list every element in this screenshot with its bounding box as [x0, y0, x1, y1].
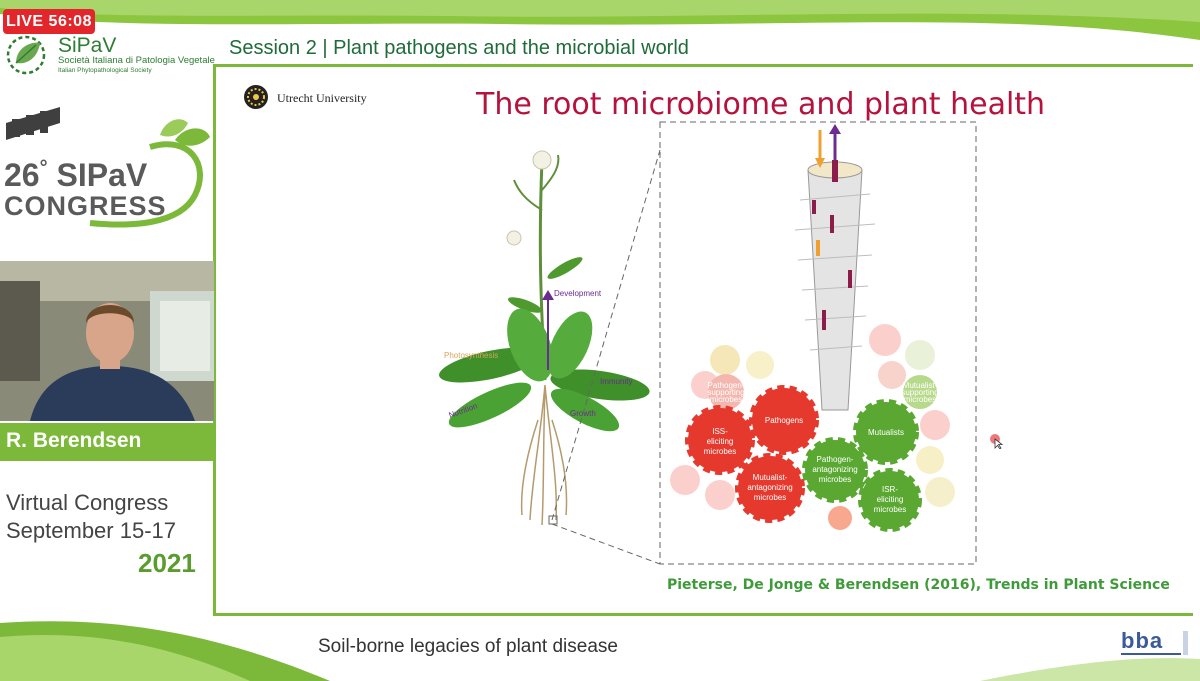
gear-iss-1: ISS- [712, 427, 728, 436]
svg-text:microbes: microbes [874, 505, 906, 514]
society-subtitle: Società Italiana di Patologia Vegetale [58, 55, 215, 66]
svg-text:microbes: microbes [710, 395, 742, 404]
gear-isr-2: eliciting [877, 495, 904, 504]
gear-iss-3: microbes [704, 447, 736, 456]
utrecht-university-seal-icon [244, 85, 268, 109]
sipav-leaf-icon [6, 35, 46, 75]
svg-text:antagonizing: antagonizing [812, 465, 857, 474]
svg-text:bba: bba [1121, 628, 1163, 653]
slide-frame [213, 64, 1193, 616]
svg-text:Pathogen-: Pathogen- [817, 455, 854, 464]
gear-pathsup-2: supporting [707, 388, 744, 397]
speaker-name: R. Berendsen [6, 429, 142, 452]
svg-text:ISS-: ISS- [712, 427, 728, 436]
speaker-name-bar [0, 423, 214, 461]
event-dates: September 15-17 [6, 518, 176, 543]
gear-mutant-2: antagonizing [747, 483, 792, 492]
gear-pathsup-1: Pathogen- [708, 381, 745, 390]
gear-pathant-1: Pathogen- [817, 455, 854, 464]
institution-name: Utrecht University [277, 91, 367, 105]
gear-pathant-3: microbes [819, 475, 851, 484]
top-swoosh-decoration [0, 0, 1200, 40]
svg-text:supporting: supporting [901, 388, 938, 397]
svg-text:Mutualist-: Mutualist- [753, 473, 788, 482]
session-title: Session 2 | Plant pathogens and the micr… [229, 37, 689, 59]
svg-text:Pathogen-: Pathogen- [708, 381, 745, 390]
label-development: Development [554, 289, 602, 298]
society-name: SiPaV [58, 34, 117, 57]
congress-number: 26° SIPaV [4, 157, 148, 193]
gear-mutsup-3: microbes [904, 395, 936, 404]
live-badge: LIVE 56:08 [3, 9, 95, 34]
bba-sponsor-logo: bba [1121, 628, 1188, 655]
gear-mutsup-1: Mutualist- [903, 381, 938, 390]
talk-title: Soil-borne legacies of plant disease [318, 636, 618, 657]
gear-mutant-3: microbes [754, 493, 786, 502]
event-year: 2021 [138, 548, 196, 578]
gear-pathant-2: antagonizing [812, 465, 857, 474]
label-photosynthesis: Photosynthesis [444, 351, 498, 360]
speaker-video [0, 261, 214, 421]
slide-title: The root microbiome and plant health [476, 87, 1046, 122]
svg-text:eliciting: eliciting [877, 495, 904, 504]
congress-logo-graphic [6, 107, 210, 228]
svg-text:ISR-: ISR- [882, 485, 898, 494]
svg-text:microbes: microbes [704, 447, 736, 456]
gear-mutsup-2: supporting [901, 388, 938, 397]
gear-isr-3: microbes [874, 505, 906, 514]
gear-isr-1: ISR- [882, 485, 898, 494]
speaker-video-frame [0, 261, 214, 421]
svg-text:eliciting: eliciting [707, 437, 734, 446]
svg-text:microbes: microbes [754, 493, 786, 502]
gear-mutualists: Mutualists [868, 428, 904, 437]
congress-word: CONGRESS [4, 191, 167, 221]
gear-pathsup-3: microbes [710, 395, 742, 404]
bottom-swoosh-decoration [0, 621, 1200, 681]
svg-text:supporting: supporting [707, 388, 744, 397]
svg-text:Mutualist-: Mutualist- [903, 381, 938, 390]
svg-text:microbes: microbes [819, 475, 851, 484]
society-subtitle-english: Italian Phytopathological Society [58, 67, 152, 74]
label-immunity: Immunity [600, 377, 632, 386]
slide-citation: Pieterse, De Jonge & Berendsen (2016), T… [667, 577, 1170, 593]
gear-iss-2: eliciting [707, 437, 734, 446]
svg-text:microbes: microbes [904, 395, 936, 404]
gear-mutant-1: Mutualist- [753, 473, 788, 482]
event-type: Virtual Congress [6, 490, 169, 515]
gear-pathogens: Pathogens [765, 416, 803, 425]
laser-pointer-cursor-icon [990, 434, 1003, 449]
svg-text:antagonizing: antagonizing [747, 483, 792, 492]
root-microbiome-figure: Development Photosynthesis Immunity Nutr… [439, 121, 977, 565]
